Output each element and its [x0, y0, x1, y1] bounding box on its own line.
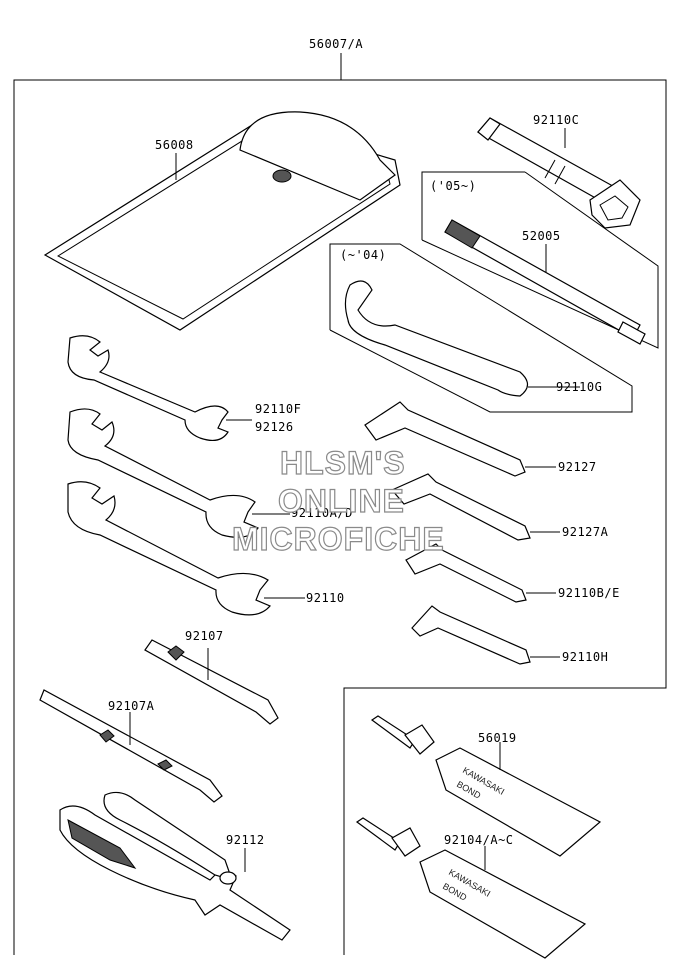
label-92127[interactable]: 92127 — [558, 460, 597, 474]
spark-plug-wrench[interactable]: 92110C — [477, 113, 641, 229]
watermark-line-1: HLSM'S — [280, 445, 406, 481]
label-92110[interactable]: 92110B/E — [558, 586, 620, 600]
label-52005[interactable]: 52005 — [522, 229, 561, 243]
bond-tube-56019[interactable]: KAWASAKI BOND 56019 — [370, 715, 602, 857]
screwdriver[interactable]: 92107A — [39, 689, 223, 803]
label-92126[interactable]: 92126 — [255, 420, 294, 434]
wrench-large[interactable]: 92110 — [67, 481, 345, 616]
hook-spanner[interactable]: 92110G — [344, 280, 602, 397]
bond-tube-92104[interactable]: KAWASAKI BOND 92104/A~C — [355, 817, 587, 959]
label-to-04[interactable]: (~'04) — [340, 248, 386, 262]
screwdriver-bit[interactable]: 92107 — [144, 629, 279, 725]
box-to-04: (~'04) — [329, 243, 633, 413]
label-92110F[interactable]: 92110F — [255, 402, 301, 416]
label-92104[interactable]: 92104/A~C — [444, 833, 514, 847]
extension-bar[interactable]: 52005 — [444, 219, 646, 345]
label-92110AD[interactable]: 92110A/D — [291, 506, 353, 520]
hex-key-medium[interactable]: 92127A — [391, 473, 609, 541]
label-92110C[interactable]: 92110C — [533, 113, 579, 127]
watermark-line-2: ONLINE — [278, 483, 405, 519]
wrench-small[interactable]: 92110F 92126 — [67, 335, 301, 442]
label-56008[interactable]: 56008 — [155, 138, 194, 152]
assembly-label[interactable]: 56007/A — [309, 37, 363, 51]
label-05-on[interactable]: ('05~) — [430, 179, 476, 193]
label-92112[interactable]: 92112 — [226, 833, 265, 847]
label-92110H[interactable]: 92110H — [562, 650, 608, 664]
hex-key-smallest[interactable]: 92110H — [411, 605, 608, 665]
tool-pouch[interactable]: 56008 — [43, 111, 401, 331]
label-56019[interactable]: 56019 — [478, 731, 517, 745]
assembly-frame: 56007/A — [13, 37, 667, 955]
wrench-medium[interactable]: 92110A/D — [67, 408, 353, 538]
watermark-line-3: MICROFICHE — [232, 521, 445, 557]
watermark: HLSM'S ONLINE MICROFICHE — [231, 444, 445, 557]
label-92110G[interactable]: 92110G — [556, 380, 602, 394]
label-92110BE[interactable]: 92110 — [306, 591, 345, 605]
pliers[interactable]: 92112 — [59, 791, 291, 941]
hex-key-large[interactable]: 92127 — [364, 401, 597, 477]
label-92127A[interactable]: 92127A — [562, 525, 609, 539]
box-05-on: ('05~) — [421, 171, 659, 349]
label-92107[interactable]: 92107 — [185, 629, 224, 643]
label-92107A[interactable]: 92107A — [108, 699, 155, 713]
hex-key-small[interactable]: 92110B/E — [405, 543, 620, 603]
